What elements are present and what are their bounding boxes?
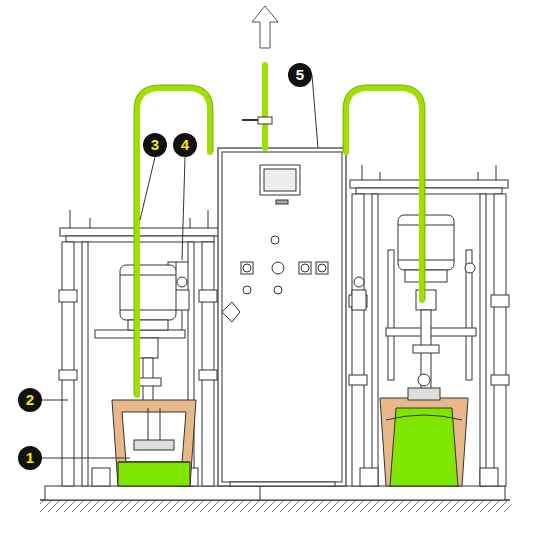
control-cabinet: [218, 148, 346, 486]
right-ram-frame: [349, 165, 509, 486]
hose-outline: [134, 85, 425, 395]
left-pump: [120, 265, 176, 408]
callout-number: 5: [288, 63, 312, 87]
fluid-hoses: [137, 65, 422, 395]
callout-number: 1: [18, 446, 42, 470]
right-drum: [380, 374, 468, 486]
leader-lines: [42, 75, 318, 458]
left-drum: [112, 400, 196, 486]
outlet-valve: [258, 117, 272, 124]
callout-number: 3: [143, 133, 167, 157]
callout-circles: [18, 63, 312, 470]
outlet-arrow: [252, 6, 278, 48]
callout-number: 2: [18, 388, 42, 412]
right-pump: [398, 215, 454, 390]
callout-number: 4: [173, 133, 197, 157]
